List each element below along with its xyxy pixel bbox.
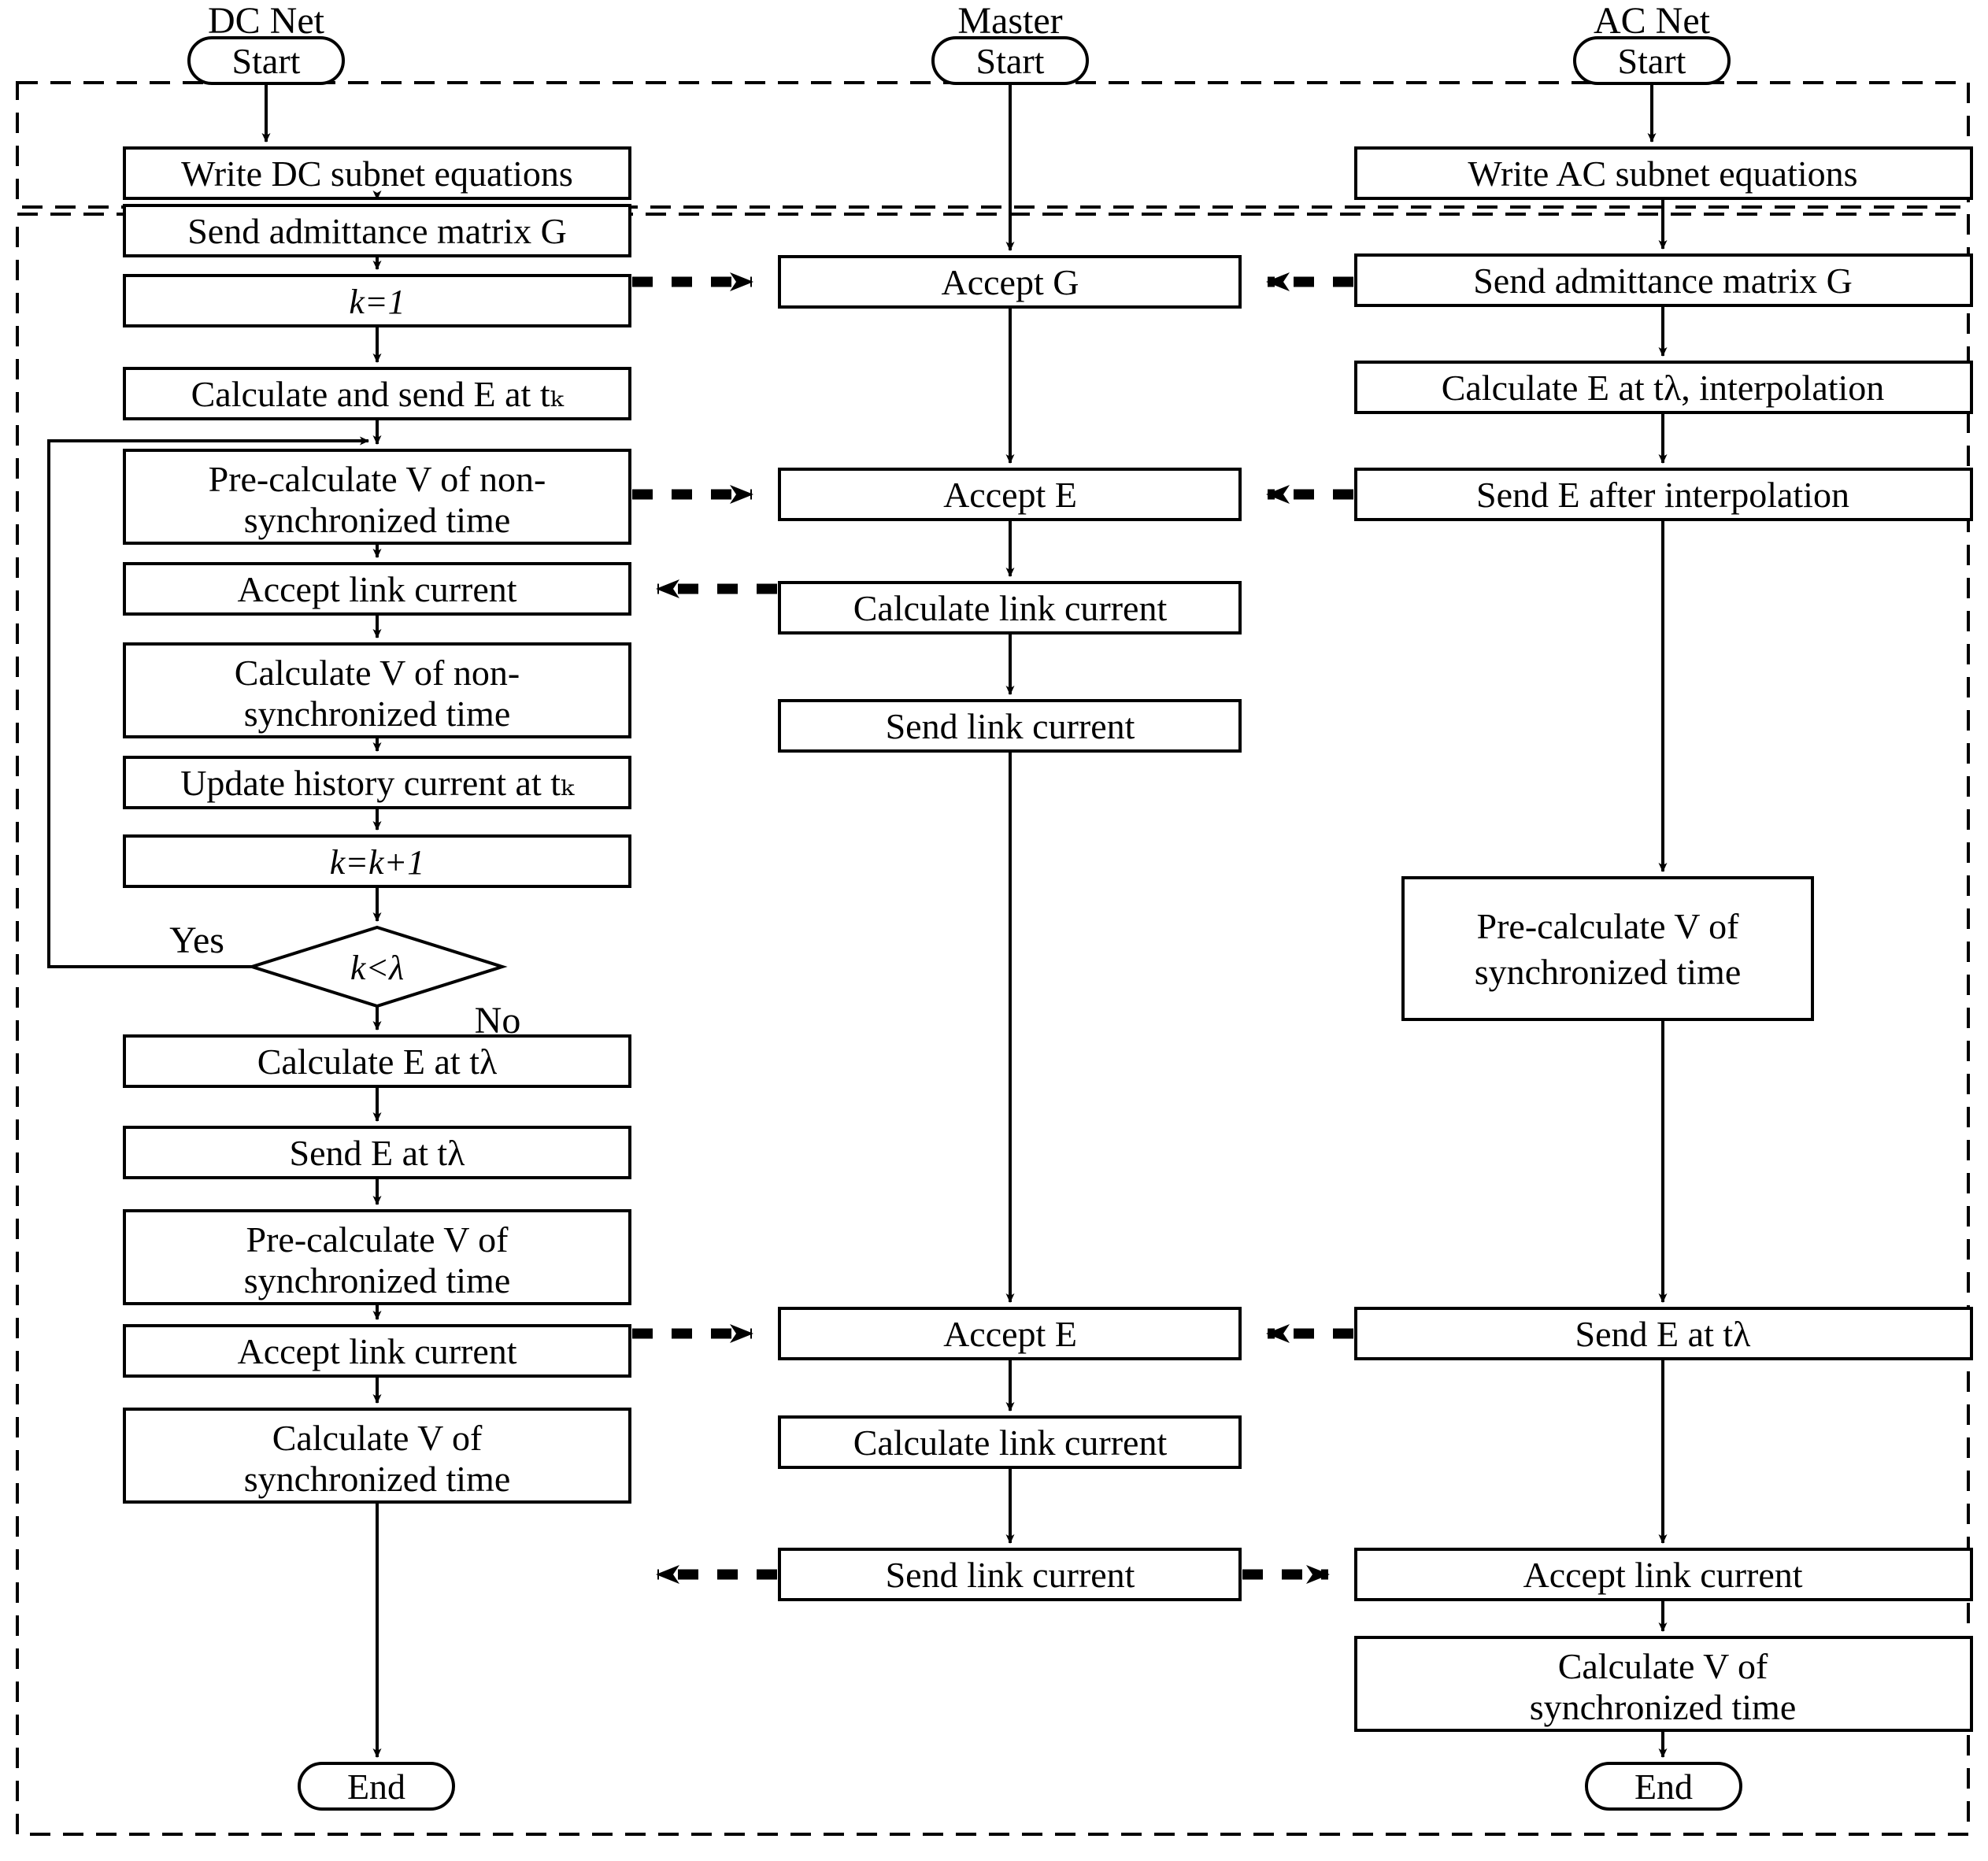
dc-end-terminator <box>298 1762 455 1811</box>
dc-node-dc13-box <box>123 1209 631 1305</box>
dc-node-dc1-label: Write DC subnet equations <box>181 154 573 194</box>
dc-node-dc3-label: k=1 <box>349 283 405 321</box>
dc-node-dc9-box <box>123 834 631 888</box>
ac-node-a7-label: Accept link current <box>1523 1555 1802 1595</box>
dc-end-label: End <box>347 1767 405 1807</box>
master-node-m7-label: Send link current <box>886 1555 1135 1595</box>
master-node-m4-label: Send link current <box>886 706 1135 746</box>
ac-node-a3-box <box>1354 361 1973 414</box>
dc-node-dc10-label: k<λ <box>350 949 404 987</box>
dc-node-dc5-label-line1: Pre-calculate V of non- <box>209 459 546 499</box>
dc-node-dc11-box <box>123 1034 631 1088</box>
dc-node-dc7-box <box>123 642 631 738</box>
ac-end-terminator <box>1585 1762 1742 1811</box>
master-start-label: Start <box>976 41 1045 81</box>
dc-node-dc13-label-line2: synchronized time <box>244 1260 511 1300</box>
ac-node-a8-label-line1: Calculate V of <box>1558 1646 1768 1686</box>
master-node-m6-box <box>778 1415 1242 1469</box>
dc-node-dc3-box <box>123 274 631 327</box>
dc-node-dc12-box <box>123 1126 631 1179</box>
dc-node-dc8-box <box>123 756 631 809</box>
master-node-m6-label: Calculate link current <box>853 1423 1168 1463</box>
dc-node-dc12-label: Send E at tλ <box>290 1133 466 1173</box>
master-node-m2-box <box>778 468 1242 521</box>
master-node-m2-label: Accept E <box>943 475 1077 515</box>
ac-node-a8-label-line2: synchronized time <box>1530 1687 1797 1727</box>
dc-node-dc4-box <box>123 367 631 420</box>
master-node-m5-label: Accept E <box>943 1314 1077 1354</box>
ac-node-a2-label: Send admittance matrix G <box>1473 261 1853 301</box>
dc-edge-loopback-yes <box>47 436 369 968</box>
ac-node-a5-label-line2: synchronized time <box>1475 952 1742 992</box>
dc-node-dc9-label: k=k+1 <box>330 843 424 882</box>
master-node-m5-box <box>778 1307 1242 1360</box>
dc-node-dc11-label: Calculate E at tλ <box>257 1041 498 1082</box>
ac-node-a4-box <box>1354 468 1973 521</box>
decision-yes-label: Yes <box>169 919 224 961</box>
ac-node-a5-label-line1: Pre-calculate V of <box>1477 906 1740 946</box>
decision-no-label: No <box>475 1000 521 1041</box>
dc-node-dc15-label-line1: Calculate V of <box>272 1418 483 1458</box>
master-node-m3-label: Calculate link current <box>853 588 1168 628</box>
dc-node-dc8-label: Update history current at tₖ <box>180 763 575 803</box>
ac-node-a2-box <box>1354 253 1973 307</box>
ac-node-a4-label: Send E after interpolation <box>1476 475 1849 515</box>
dc-node-dc6-label: Accept link current <box>237 569 516 609</box>
dc-node-dc15-label-line2: synchronized time <box>244 1459 511 1499</box>
ac-node-a3-label: Calculate E at tλ, interpolation <box>1442 368 1885 408</box>
master-node-m7-box <box>778 1548 1242 1601</box>
dc-node-dc7-label-line1: Calculate V of non- <box>235 653 520 693</box>
master-node-m1-label: Accept G <box>942 262 1079 302</box>
dc-node-dc6-box <box>123 562 631 616</box>
ac-node-a8-box <box>1354 1636 1973 1732</box>
dc-node-dc5-box <box>123 449 631 545</box>
dc-node-dc5-label-line2: synchronized time <box>244 500 511 540</box>
ac-node-a5-box <box>1401 876 1814 1021</box>
dc-node-dc1-box <box>123 146 631 200</box>
ac-node-a1-label: Write AC subnet equations <box>1468 154 1857 194</box>
dc-start-label: Start <box>232 41 301 81</box>
lane-header-master: Master <box>957 0 1062 42</box>
lane-header-ac-net: AC Net <box>1594 0 1711 42</box>
group-phase2-dashed-box <box>16 213 1970 1836</box>
ac-node-a6-label: Send E at tλ <box>1575 1314 1752 1354</box>
dc-node-dc13-label-line1: Pre-calculate V of <box>246 1219 509 1260</box>
dc-node-dc7-label-line2: synchronized time <box>244 694 511 734</box>
master-node-m3-box <box>778 581 1242 635</box>
ac-node-a1-box <box>1354 146 1973 200</box>
dc-node-dc2-label: Send admittance matrix G <box>187 211 567 251</box>
lane-header-dc-net: DC Net <box>208 0 325 42</box>
ac-end-label: End <box>1634 1767 1693 1807</box>
dc-node-dc14-label: Accept link current <box>237 1331 516 1371</box>
dc-node-dc4-label: Calculate and send E at tₖ <box>191 374 565 414</box>
ac-start-label: Start <box>1618 41 1686 81</box>
